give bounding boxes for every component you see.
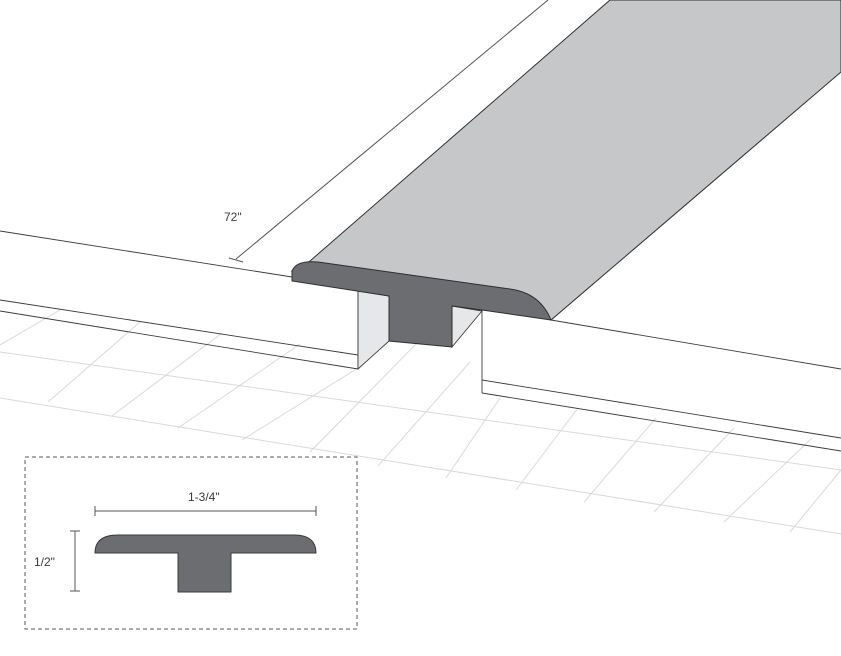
length-dimension-label: 72" bbox=[224, 210, 242, 224]
width-dimension-label: 1-3/4" bbox=[188, 490, 220, 504]
right-channel-wall bbox=[451, 305, 483, 349]
profile-inset: 1-3/4" 1/2" bbox=[24, 456, 358, 630]
height-dimension-label: 1/2" bbox=[34, 555, 55, 569]
left-channel-wall bbox=[357, 290, 390, 371]
t-molding-end-profile bbox=[291, 261, 552, 348]
length-dimension: 72" bbox=[224, 0, 549, 263]
subfloor-tile-grid bbox=[0, 309, 841, 535]
left-floor-plank bbox=[0, 230, 359, 370]
t-molding-cross-section bbox=[94, 534, 317, 593]
right-floor-plank bbox=[481, 311, 841, 452]
